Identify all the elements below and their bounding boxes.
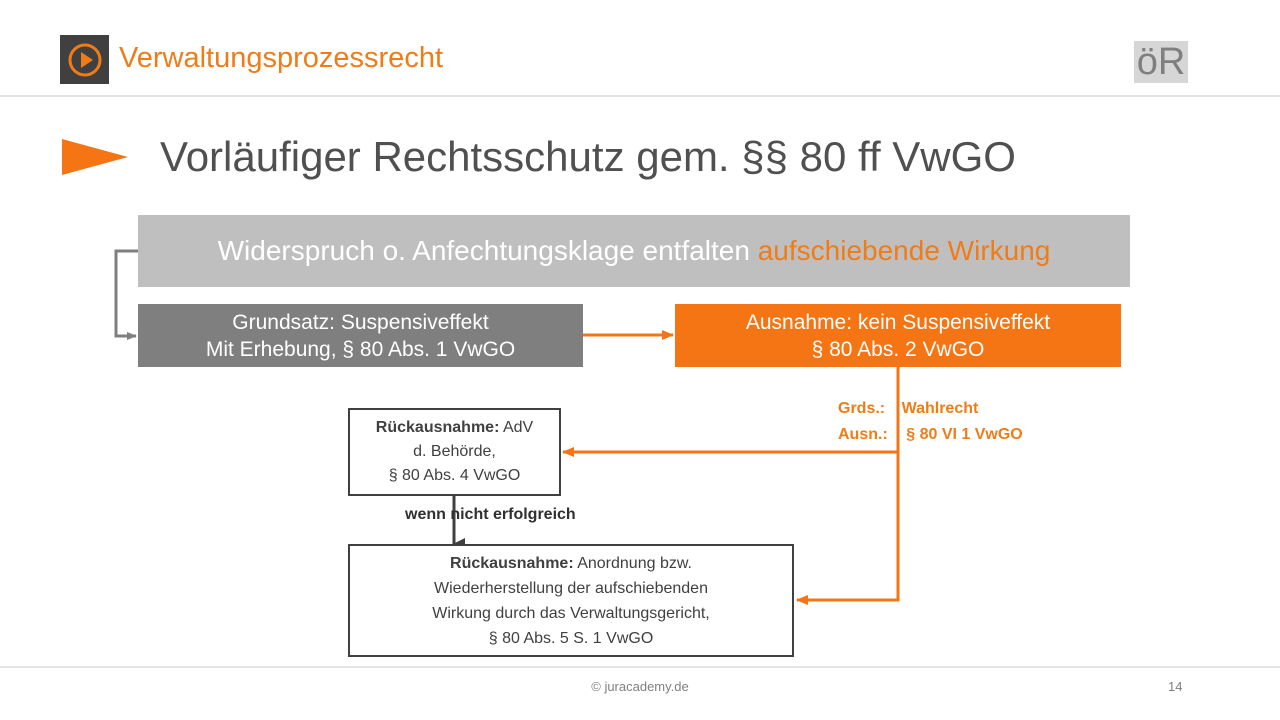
- rueck1-text1: AdV: [502, 419, 534, 436]
- section-tag: öR: [1134, 41, 1188, 83]
- grundsatz-box: Grundsatz: Suspensiveffekt Mit Erhebung,…: [138, 304, 583, 367]
- rueckausnahme-gericht-box: Rückausnahme: Anordnung bzw. Wiederherst…: [348, 544, 794, 657]
- arrow-triangle-icon: [62, 139, 128, 175]
- grundsatz-line2: Mit Erhebung, § 80 Abs. 1 VwGO: [205, 337, 516, 361]
- footer-divider: [0, 666, 1280, 668]
- footer-copyright: © juracademy.de: [591, 679, 689, 694]
- rueck1-text2: d. Behörde,: [413, 443, 496, 460]
- note-grds: Grds.: Wahlrecht: [838, 400, 978, 418]
- page-title: Vorläufiger Rechtsschutz gem. §§ 80 ff V…: [160, 133, 1016, 180]
- rueck1-bold: Rückausnahme:: [375, 419, 500, 436]
- page-number: 14: [1168, 679, 1183, 694]
- grundsatz-line1: Grundsatz: Suspensiveffekt: [232, 310, 489, 334]
- rueck2-bold: Rückausnahme:: [450, 554, 574, 572]
- note-ausn: Ausn.: § 80 VI 1 VwGO: [838, 426, 1023, 444]
- connector-label: wenn nicht erfolgreich: [405, 506, 576, 523]
- rueck1-text3: § 80 Abs. 4 VwGO: [388, 467, 521, 484]
- ausnahme-line1: Ausnahme: kein Suspensiveffekt: [745, 310, 1051, 334]
- rueck2-text1: Anordnung bzw.: [577, 554, 692, 572]
- top-box-text: Widerspruch o. Anfechtungsklage entfalte…: [217, 235, 750, 266]
- note-grds-value: Wahlrecht: [901, 400, 979, 417]
- ausnahme-line2: § 80 Abs. 2 VwGO: [811, 337, 985, 361]
- play-circle-icon: [60, 35, 109, 84]
- header-divider: [0, 95, 1280, 97]
- top-box-highlight: aufschiebende Wirkung: [757, 235, 1051, 266]
- rueck2-text2: Wiederherstellung der aufschiebenden: [434, 579, 708, 597]
- note-ausn-value: § 80 VI 1 VwGO: [906, 426, 1023, 443]
- top-box-widerspruch: Widerspruch o. Anfechtungsklage entfalte…: [138, 215, 1130, 287]
- connector-ausnahme-to-rueck2: [796, 367, 900, 605]
- rueck2-text4: § 80 Abs. 5 S. 1 VwGO: [488, 629, 654, 647]
- ausnahme-box: Ausnahme: kein Suspensiveffekt § 80 Abs.…: [675, 304, 1121, 367]
- connector-top-to-grundsatz: [114, 249, 138, 340]
- note-grds-label: Grds.:: [838, 400, 886, 417]
- rueckausnahme-behoerde-box: Rückausnahme: AdV d. Behörde, § 80 Abs. …: [348, 408, 561, 496]
- note-ausn-label: Ausn.:: [838, 426, 888, 443]
- rueck2-text3: Wirkung durch das Verwaltungsgericht,: [432, 604, 710, 622]
- header-title: Verwaltungsprozessrecht: [119, 42, 443, 74]
